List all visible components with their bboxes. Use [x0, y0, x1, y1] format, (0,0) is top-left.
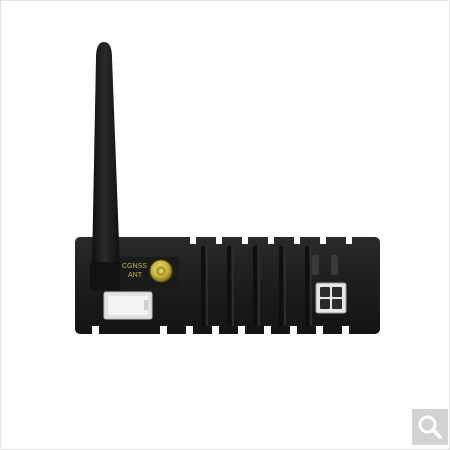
card-slot-plate: [103, 291, 153, 320]
svg-text:CGNSS: CGNSS: [122, 263, 147, 270]
power-connector: [315, 282, 347, 314]
magnifier-icon: [418, 415, 442, 439]
gnss-connector-area: CGNSS ANT: [120, 257, 178, 287]
antenna: [90, 42, 122, 290]
zoom-button[interactable]: [412, 409, 448, 445]
svg-text:ANT: ANT: [128, 272, 143, 279]
